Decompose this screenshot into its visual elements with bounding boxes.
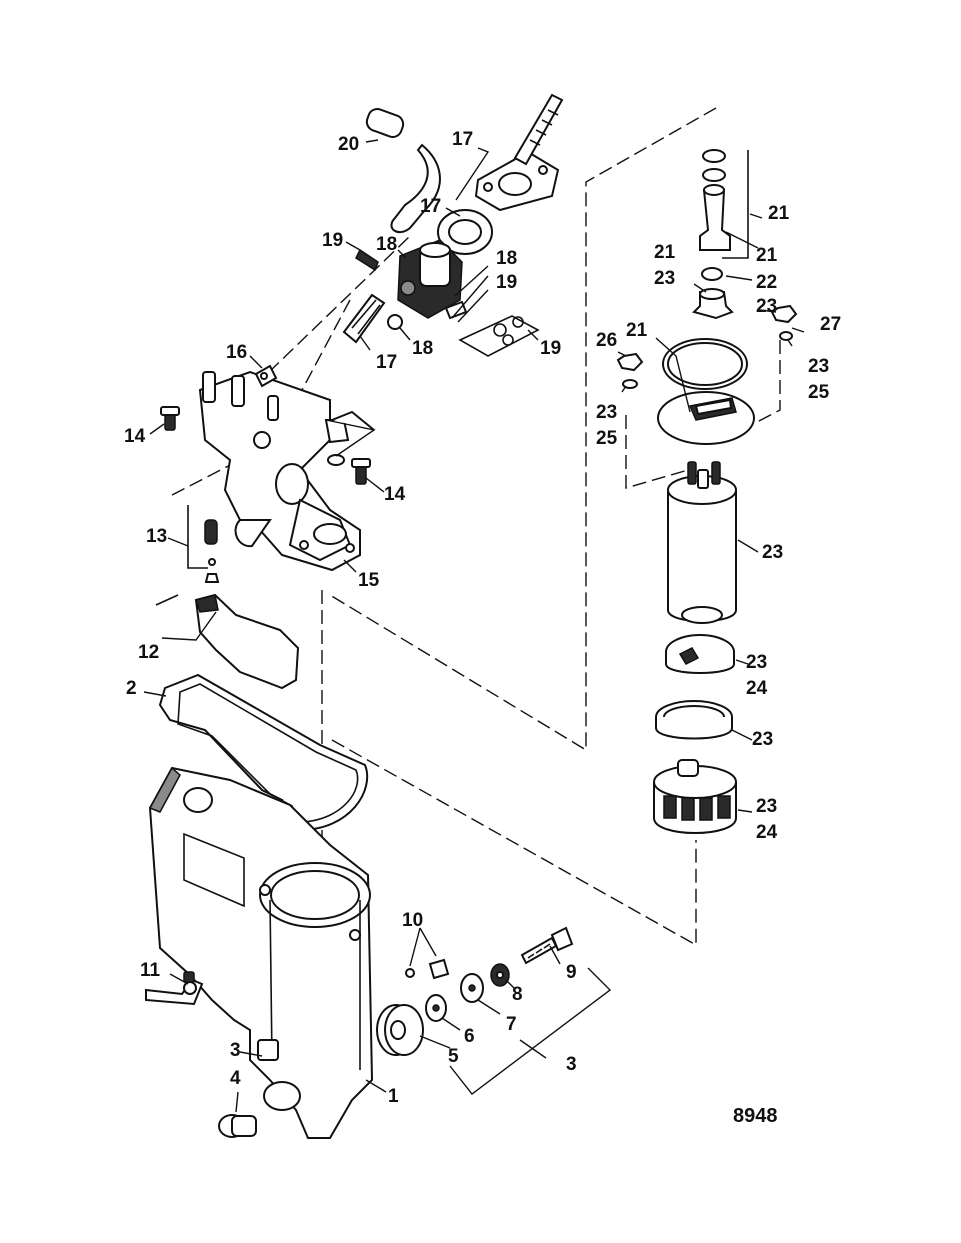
pump-body-18 — [397, 239, 463, 319]
callout-5: 5 — [448, 1046, 459, 1067]
oring-22 — [701, 267, 723, 281]
callout-25: 25 — [596, 428, 618, 449]
callout-20: 20 — [338, 134, 359, 155]
callout-23: 23 — [752, 729, 773, 750]
nut-26 — [616, 352, 644, 389]
vapor-separator-cover-15 — [198, 370, 361, 572]
filter-screen-17 — [342, 293, 386, 344]
hose-20 — [365, 108, 441, 234]
washer-7 — [460, 973, 484, 1003]
fuel-pump-23 — [667, 461, 737, 624]
callout-2: 2 — [126, 678, 137, 699]
callout-23: 23 — [762, 542, 783, 563]
float-13 — [187, 505, 220, 583]
callout-24: 24 — [746, 678, 768, 699]
pump-cap-21 — [657, 391, 755, 445]
washer-6 — [425, 994, 447, 1022]
small-parts-19 — [355, 248, 540, 357]
callout-labels: 20 17 17 17 19 18 18 19 18 19 16 14 14 1… — [124, 129, 841, 1107]
callout-22: 22 — [756, 272, 777, 293]
leader-lines — [143, 139, 805, 1113]
callout-1: 1 — [388, 1086, 399, 1107]
callout-8: 8 — [512, 984, 523, 1005]
ring-23 — [655, 700, 733, 740]
callout-15: 15 — [358, 570, 380, 591]
callout-17: 17 — [420, 196, 441, 217]
callout-14: 14 — [124, 426, 146, 447]
callout-25: 25 — [808, 382, 830, 403]
callout-13: 13 — [146, 526, 167, 547]
callout-23: 23 — [746, 652, 767, 673]
callout-18: 18 — [496, 248, 517, 269]
bolt-9 — [520, 926, 574, 965]
callout-23: 23 — [596, 402, 617, 423]
bracket-24 — [665, 634, 735, 674]
seals-21 — [699, 149, 749, 259]
oring-21 — [662, 338, 748, 390]
callout-23: 23 — [756, 296, 777, 317]
callout-23: 23 — [654, 268, 675, 289]
callout-21: 21 — [654, 242, 676, 263]
screws-14 — [160, 406, 371, 485]
fitting-11 — [145, 971, 204, 1006]
callout-16: 16 — [226, 342, 247, 363]
callout-21: 21 — [768, 203, 790, 224]
callout-19: 19 — [540, 338, 561, 359]
callout-4: 4 — [230, 1068, 241, 1089]
diagram-code: 8948 — [733, 1105, 778, 1127]
callout-14: 14 — [384, 484, 406, 505]
nut-27 — [770, 304, 798, 341]
gasket-17 — [437, 209, 493, 255]
callout-23: 23 — [808, 356, 829, 377]
callout-27: 27 — [820, 314, 841, 335]
callout-6: 6 — [464, 1026, 475, 1047]
plug-4 — [218, 1114, 257, 1138]
fitting-23 — [692, 288, 734, 320]
fitting-16 — [254, 364, 278, 388]
callout-19: 19 — [496, 272, 517, 293]
callout-7: 7 — [506, 1014, 517, 1035]
cover-plate-17 — [474, 93, 564, 212]
callout-3: 3 — [566, 1054, 577, 1075]
callout-10: 10 — [402, 910, 423, 931]
callout-18: 18 — [412, 338, 433, 359]
callout-24: 24 — [756, 822, 778, 843]
valve-assembly — [324, 410, 375, 466]
nut-8 — [490, 963, 510, 987]
filter-24 — [653, 759, 737, 834]
callout-26: 26 — [596, 330, 617, 351]
callout-17: 17 — [452, 129, 473, 150]
housing-1 — [148, 766, 374, 1139]
callout-19: 19 — [322, 230, 343, 251]
callout-18: 18 — [376, 234, 397, 255]
callout-11: 11 — [140, 960, 161, 981]
callout-17: 17 — [376, 352, 397, 373]
pulley-5 — [376, 1004, 424, 1056]
callout-9: 9 — [566, 962, 577, 983]
fitting-10 — [405, 958, 450, 980]
float-12 — [155, 593, 300, 690]
callout-21: 21 — [626, 320, 648, 341]
callout-3: 3 — [230, 1040, 241, 1061]
callout-12: 12 — [138, 642, 159, 663]
callout-21: 21 — [756, 245, 778, 266]
callout-23: 23 — [756, 796, 777, 817]
